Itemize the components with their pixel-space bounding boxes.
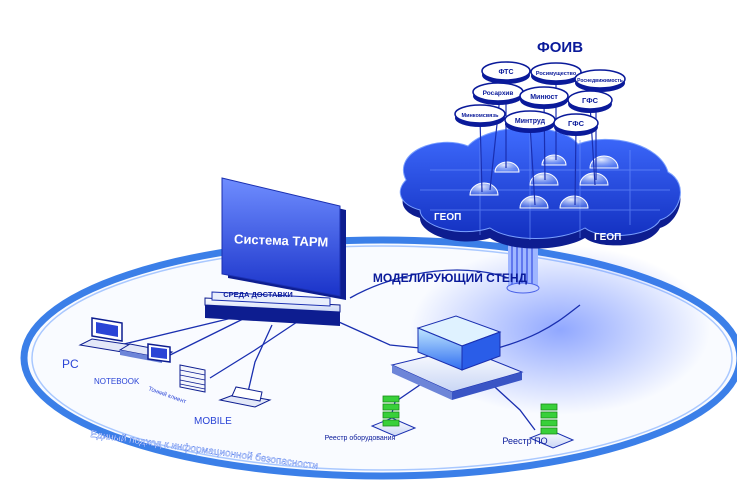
pc-label: PC — [62, 357, 79, 371]
foiv-disc-1: ФТС — [481, 61, 531, 84]
foiv-disc-7: Минкомсвязь — [454, 104, 506, 127]
geop-label-right: ГЕОП — [594, 232, 621, 243]
modeling-stand: МОДЕЛИРУЮЩИЙ СТЕНД — [373, 270, 528, 400]
tarm-title: Система ТАРМ — [234, 231, 329, 249]
stand-title: МОДЕЛИРУЮЩИЙ СТЕНД — [373, 270, 528, 285]
pc-device: PC — [62, 317, 134, 371]
foiv-disc-4: Росархив — [472, 82, 524, 105]
foiv-disc-6: ГФС — [567, 90, 613, 113]
notebook-device: NOTEBOOK — [94, 343, 174, 386]
equipment-registry: Реестр оборудования — [325, 395, 417, 442]
foiv-label-1: ФТС — [498, 69, 513, 76]
foiv-disc-2: Росимущество — [530, 62, 582, 85]
foiv-disc-9: ГФС — [553, 113, 599, 136]
foiv-label-4: Росархив — [483, 90, 514, 97]
foiv-disc-8: Минтруд — [504, 110, 556, 133]
foiv-label-7: Минкомсвязь — [462, 113, 500, 119]
mobile-label: MOBILE — [194, 416, 232, 427]
foiv-label-3: Роснедвижимость — [577, 78, 623, 84]
foiv-label-6: ГФС — [582, 96, 599, 105]
tarm-system: Система ТАРМ СРЕДА ДОСТАВКИ — [204, 177, 346, 326]
foiv-label-2: Росимущество — [536, 71, 577, 77]
foiv-label-8: Минтруд — [515, 118, 546, 125]
equipment-registry-label: Реестр оборудования — [325, 434, 396, 442]
software-registry: Реестр ПО — [502, 403, 575, 449]
foiv-label-5: Минюст — [530, 94, 558, 101]
notebook-label: NOTEBOOK — [94, 377, 140, 386]
foiv-title: ФОИВ — [537, 39, 583, 56]
equipment-registry-text: Реестр оборудования — [325, 434, 396, 442]
foiv-disc-5: Минюст — [519, 86, 569, 109]
software-registry-label: Реестр ПО — [502, 436, 547, 446]
delivery-label: СРЕДА ДОСТАВКИ — [223, 290, 293, 299]
foiv-label-9: ГФС — [568, 119, 585, 128]
stand-title-text: МОДЕЛИРУЮЩИЙ СТЕНД — [373, 270, 528, 285]
mobile-device: MOBILE — [194, 386, 272, 427]
foiv-disc-3: Роснедвижимость — [574, 69, 626, 92]
geop-label-left: ГЕОП — [434, 212, 461, 223]
